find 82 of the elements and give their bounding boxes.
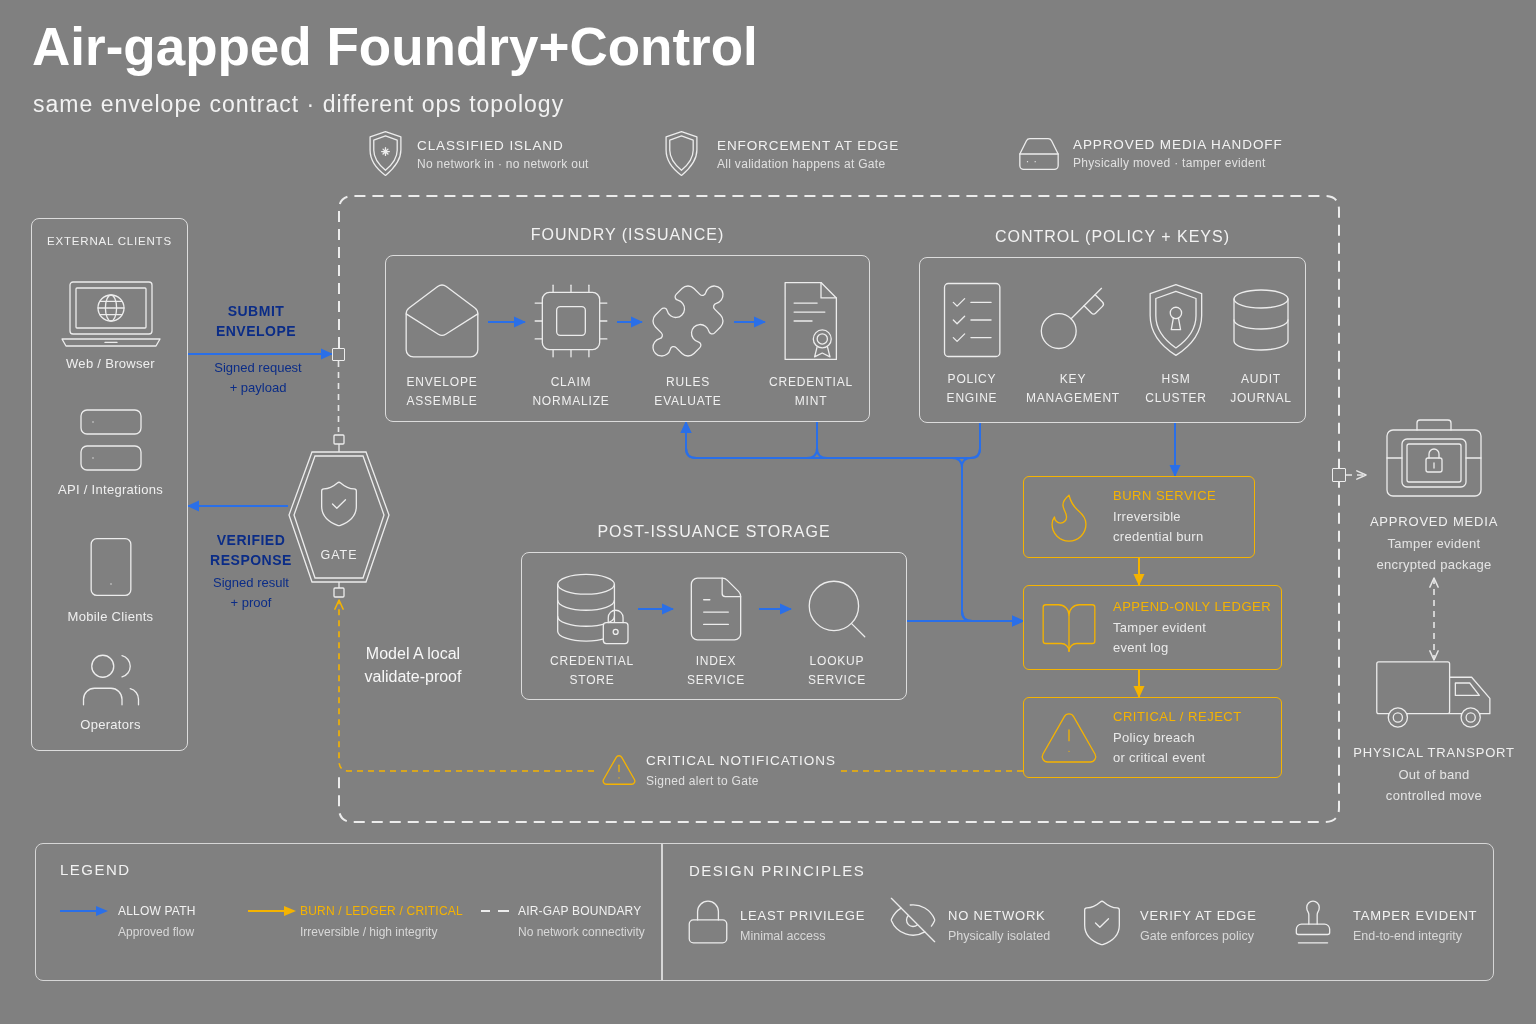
item-label: RULES EVALUATE: [653, 374, 723, 410]
feature-title: ENFORCEMENT AT EDGE: [717, 137, 900, 155]
arrow: [680, 421, 981, 459]
media-description: Tamper evident encrypted package: [1375, 535, 1493, 574]
legend-description: Irreversible / high integrity: [300, 924, 438, 940]
arrow: [758, 603, 792, 615]
service-panel: [1023, 476, 1255, 558]
client-label: Web / Browser: [66, 355, 155, 373]
feature-title: CLASSIFIED ISLAND: [417, 137, 564, 155]
media-title: APPROVED MEDIA: [1369, 513, 1499, 530]
item-label: CREDENTIAL MINT: [768, 374, 854, 410]
item-label: KEY MANAGEMENT: [1025, 371, 1121, 407]
feature-description: Physically moved · tamper evident: [1073, 155, 1266, 171]
edge-label: SUBMIT ENVELOPE: [214, 302, 298, 341]
section-heading: DESIGN PRINCIPLES: [689, 861, 866, 881]
service-panel: [1023, 585, 1282, 670]
arrow: [616, 316, 643, 328]
feature-title: APPROVED MEDIA HANDOFF: [1073, 136, 1283, 154]
arrow: [1133, 669, 1145, 698]
arrow: [1429, 577, 1439, 661]
edge-label: VERIFIED RESPONSE: [209, 531, 293, 570]
legend-label: BURN / LEDGER / CRITICAL: [300, 903, 463, 919]
edge-caption: Signed result + proof: [212, 574, 290, 612]
subtitle: same envelope contract · different ops topology: [33, 90, 565, 118]
panel-heading: CONTROL (POLICY + KEYS): [994, 227, 1231, 247]
panel-heading: POST-ISSUANCE STORAGE: [597, 522, 831, 542]
service-description: Policy breach or critical event: [1113, 728, 1207, 767]
legend-heading: LEGEND: [60, 860, 131, 880]
service-description: Irreversible credential burn: [1113, 508, 1205, 546]
arrow: [187, 348, 333, 360]
principle-description: End-to-end integrity: [1353, 928, 1463, 945]
connector-line: [337, 360, 340, 433]
principle-description: Minimal access: [740, 928, 826, 945]
service-title: APPEND-ONLY LEDGER: [1113, 597, 1272, 615]
port-square: [1332, 468, 1346, 482]
service-title: BURN SERVICE: [1113, 487, 1217, 504]
legend-description: No network connectivity: [518, 924, 645, 940]
arrow: [906, 615, 1024, 627]
item-label: HSM CLUSTER: [1144, 371, 1208, 407]
panel-heading: FOUNDRY (ISSUANCE): [530, 225, 725, 245]
legend-label: AIR-GAP BOUNDARY: [518, 903, 642, 919]
principle-description: Physically isolated: [948, 928, 1051, 945]
client-label: API / Integrations: [57, 481, 164, 499]
edge-label: CRITICAL NOTIFICATIONS: [646, 752, 836, 770]
item-label: CREDENTIAL STORE: [549, 653, 635, 689]
item-label: ENVELOPE ASSEMBLE: [405, 374, 479, 410]
arrow: [1169, 422, 1181, 477]
service-title: CRITICAL / REJECT: [1113, 707, 1242, 725]
edge-caption: Signed alert to Gate: [646, 773, 759, 789]
service-panel: [1023, 697, 1282, 778]
arrow: [637, 603, 674, 615]
port-square: [332, 348, 345, 361]
diagram-title: Air-gapped Foundry+Control: [32, 16, 758, 78]
arrow: [733, 316, 766, 328]
principle-title: TAMPER EVIDENT: [1353, 907, 1478, 924]
item-label: CLAIM NORMALIZE: [531, 374, 611, 410]
group-panel: [31, 218, 188, 751]
media-description: Out of band controlled move: [1384, 766, 1484, 805]
item-label: AUDIT JOURNAL: [1229, 371, 1293, 407]
panel-heading: EXTERNAL CLIENTS: [47, 234, 172, 249]
arrow: [1345, 470, 1367, 480]
legend-label: ALLOW PATH: [118, 903, 196, 919]
arrow: [187, 500, 289, 512]
feature-description: All validation happens at Gate: [717, 156, 886, 172]
legend-description: Approved flow: [118, 924, 195, 940]
principle-description: Gate enforces policy: [1140, 928, 1254, 945]
edge-caption: Signed request + payload: [213, 359, 303, 397]
item-label: POLICY ENGINE: [945, 371, 999, 407]
media-title: PHYSICAL TRANSPORT: [1353, 744, 1515, 761]
item-label: LOOKUP SERVICE: [806, 653, 868, 689]
principle-title: NO NETWORK: [948, 907, 1046, 924]
arrow: [1133, 557, 1145, 586]
feature-description: No network in · no network out: [417, 156, 589, 172]
item-label: INDEX SERVICE: [685, 653, 747, 689]
principle-title: VERIFY AT EDGE: [1140, 907, 1257, 924]
service-description: Tamper evident event log: [1113, 618, 1208, 657]
gate-label: GATE: [320, 547, 358, 564]
arrow: [487, 316, 526, 328]
client-label: Operators: [80, 716, 141, 734]
principle-title: LEAST PRIVILEGE: [740, 907, 866, 924]
client-label: Mobile Clients: [67, 608, 154, 626]
note-text: Model A local validate-proof: [363, 644, 463, 687]
